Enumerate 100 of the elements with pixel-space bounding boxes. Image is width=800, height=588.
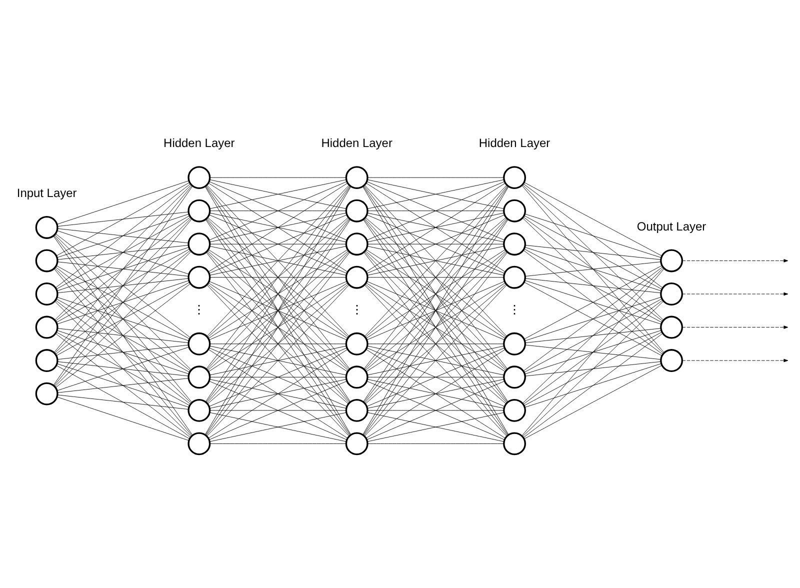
connector <box>208 380 348 440</box>
connector <box>524 365 662 440</box>
connector <box>209 412 347 442</box>
connector <box>524 298 662 373</box>
node-circle <box>503 166 526 190</box>
connector <box>57 344 189 360</box>
connector <box>208 282 348 372</box>
connector <box>524 265 662 340</box>
connector <box>209 212 347 242</box>
connector <box>367 410 504 411</box>
connector <box>57 361 189 376</box>
node-circle <box>188 232 211 256</box>
connector <box>56 364 190 408</box>
connector <box>56 230 190 274</box>
connector <box>56 216 190 290</box>
connector <box>54 268 192 404</box>
node-circle <box>503 366 526 389</box>
node-circle <box>188 398 211 422</box>
connector <box>206 251 350 404</box>
connector <box>206 184 350 337</box>
label: ⋮ <box>508 302 521 317</box>
connector <box>524 246 662 292</box>
connector <box>522 185 664 353</box>
connector <box>208 182 348 272</box>
connector <box>523 250 663 355</box>
connector <box>210 210 346 212</box>
connector <box>55 234 191 338</box>
connector <box>367 412 504 442</box>
connector <box>208 348 348 407</box>
connector <box>210 177 346 178</box>
connector <box>208 349 348 438</box>
label: Hidden Layer <box>164 136 235 150</box>
node-circle <box>35 316 58 339</box>
node-circle <box>188 332 211 356</box>
connector <box>56 298 190 372</box>
connector <box>523 266 663 372</box>
connector <box>524 280 662 324</box>
connector <box>365 284 506 404</box>
connector <box>210 410 346 411</box>
connector <box>57 262 189 276</box>
connector <box>54 218 192 386</box>
connector <box>56 280 190 324</box>
connector <box>208 249 348 339</box>
node-circle <box>35 282 58 306</box>
node-circle <box>503 232 526 256</box>
connector <box>208 281 348 340</box>
connector <box>524 278 662 294</box>
node-circle <box>188 166 211 190</box>
connector <box>54 184 192 320</box>
connector <box>366 348 505 407</box>
connector <box>522 300 664 437</box>
node-circle <box>345 432 368 456</box>
node-circle <box>345 266 368 289</box>
node-circle <box>345 366 368 389</box>
connector <box>524 344 662 360</box>
connector <box>209 179 347 209</box>
connector <box>364 218 508 370</box>
connector <box>56 214 190 258</box>
connector <box>523 183 663 288</box>
connector <box>56 396 190 441</box>
connector <box>210 443 346 444</box>
node-circle <box>345 199 368 222</box>
node-circle <box>345 232 368 256</box>
label: ⋮ <box>193 302 206 317</box>
node-circle <box>35 349 58 372</box>
connector <box>55 283 191 388</box>
connector <box>524 332 662 406</box>
node-circle <box>660 282 684 306</box>
connector <box>57 244 189 260</box>
connector <box>366 181 505 240</box>
connector <box>56 265 190 340</box>
connector <box>367 177 504 178</box>
connector <box>367 212 504 242</box>
connector <box>209 379 347 409</box>
connector <box>55 266 191 372</box>
connector <box>57 328 189 344</box>
connector <box>367 376 504 378</box>
connector <box>364 251 508 404</box>
connector <box>55 184 191 288</box>
connector <box>524 296 662 342</box>
connector <box>56 346 190 391</box>
connector <box>367 246 504 276</box>
node-circle <box>503 266 526 289</box>
connector <box>54 234 192 370</box>
connector <box>55 216 191 322</box>
label: Hidden Layer <box>321 136 392 150</box>
connector <box>366 249 506 339</box>
connector <box>57 278 189 294</box>
connector <box>56 330 190 374</box>
connector <box>523 333 663 438</box>
connector <box>367 210 504 212</box>
node-circle <box>503 398 526 422</box>
connector <box>207 284 349 404</box>
node-circle <box>188 266 211 289</box>
connector <box>54 268 192 436</box>
connector <box>524 361 662 376</box>
connector <box>366 282 506 372</box>
connector <box>367 179 504 209</box>
arrow <box>682 326 788 329</box>
arrow <box>682 358 788 362</box>
